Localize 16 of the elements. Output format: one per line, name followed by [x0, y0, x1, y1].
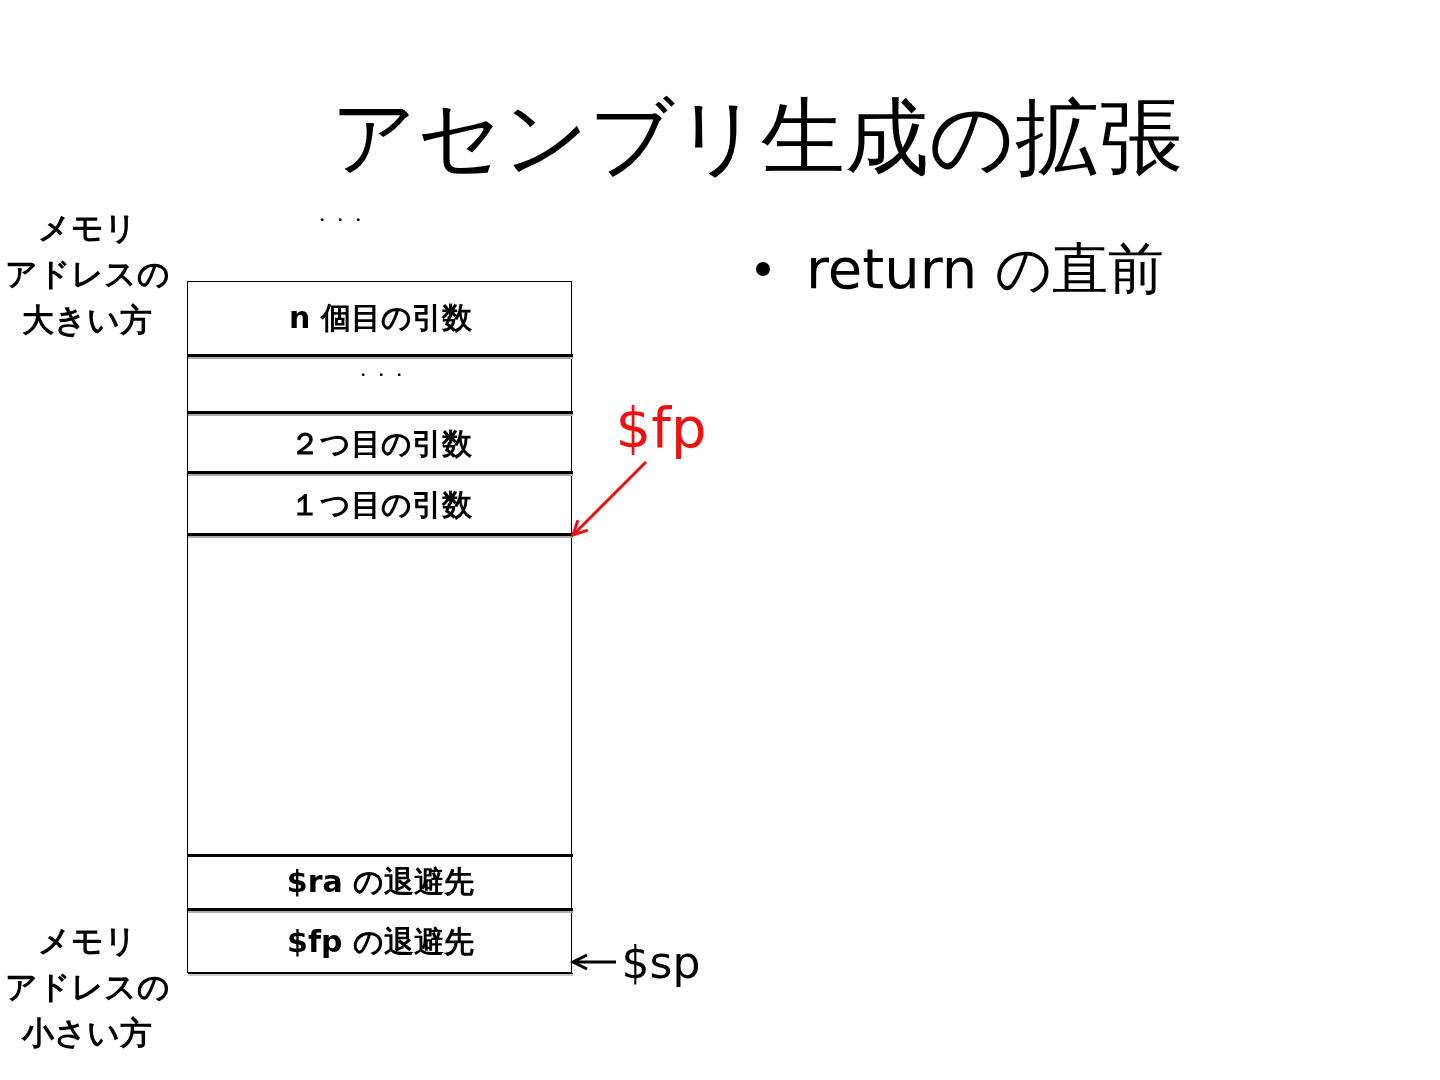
bullet-text: return の直前 — [806, 235, 1165, 303]
memory-cell: １つ目の引数 — [188, 477, 573, 536]
pointer-label: $fp — [606, 392, 716, 462]
memory-cell: ・・・ — [188, 359, 573, 414]
arrow — [570, 460, 648, 538]
pointer-label: $sp — [616, 932, 706, 992]
memory-cell: $fp の退避先 — [188, 912, 573, 974]
stack-frame-box — [187, 281, 572, 973]
arrow — [569, 953, 616, 971]
slide-title: アセンブリ生成の拡張 — [330, 87, 1184, 188]
axis-label: メモリアドレスの大きい方 — [3, 208, 171, 341]
axis-label: メモリアドレスの小さい方 — [3, 921, 171, 1054]
ellipsis-text: ・・・ — [312, 208, 368, 232]
memory-cell: n 個目の引数 — [188, 282, 573, 357]
memory-cell: $ra の退避先 — [188, 854, 573, 911]
memory-cell: ２つ目の引数 — [188, 417, 573, 474]
